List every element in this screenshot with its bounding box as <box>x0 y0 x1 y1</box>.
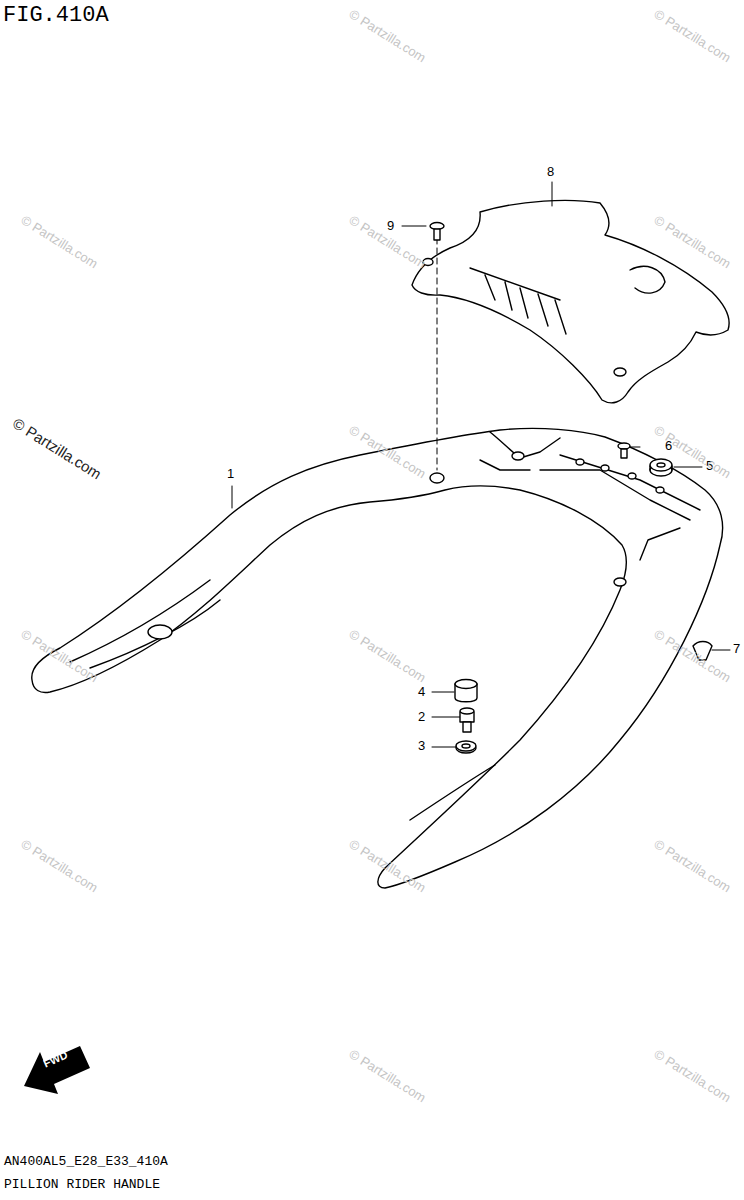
figure-code: AN400AL5_E28_E33_410A <box>4 1155 168 1169</box>
pillion-handle <box>32 428 723 888</box>
watermark: © Partzilla.com <box>651 423 733 482</box>
watermark: © Partzilla.com <box>10 415 104 483</box>
forward-arrow <box>24 1046 90 1094</box>
watermark: © Partzilla.com <box>346 837 428 896</box>
watermark: © Partzilla.com <box>651 213 733 272</box>
callout-number: 7 <box>733 642 740 656</box>
watermark: © Partzilla.com <box>18 213 100 272</box>
watermark: © Partzilla.com <box>346 627 428 686</box>
callout-number: 8 <box>547 165 554 179</box>
callout-number: 3 <box>418 739 425 753</box>
watermark: © Partzilla.com <box>346 7 428 66</box>
watermark: © Partzilla.com <box>18 837 100 896</box>
watermark: © Partzilla.com <box>346 1047 428 1106</box>
forward-label: FWD <box>42 1048 70 1069</box>
watermark: © Partzilla.com <box>651 627 733 686</box>
callout-number: 1 <box>227 467 234 481</box>
callout-number: 9 <box>387 219 394 233</box>
callout-number: 4 <box>418 685 425 699</box>
callout-number: 2 <box>418 710 425 724</box>
watermark: © Partzilla.com <box>651 837 733 896</box>
figure-caption: PILLION RIDER HANDLE <box>4 1178 160 1192</box>
watermark: © Partzilla.com <box>651 7 733 66</box>
watermark: © Partzilla.com <box>18 627 100 686</box>
watermark: © Partzilla.com <box>346 423 428 482</box>
watermark: © Partzilla.com <box>651 1047 733 1106</box>
figure-title: FIG.410A <box>3 4 109 28</box>
